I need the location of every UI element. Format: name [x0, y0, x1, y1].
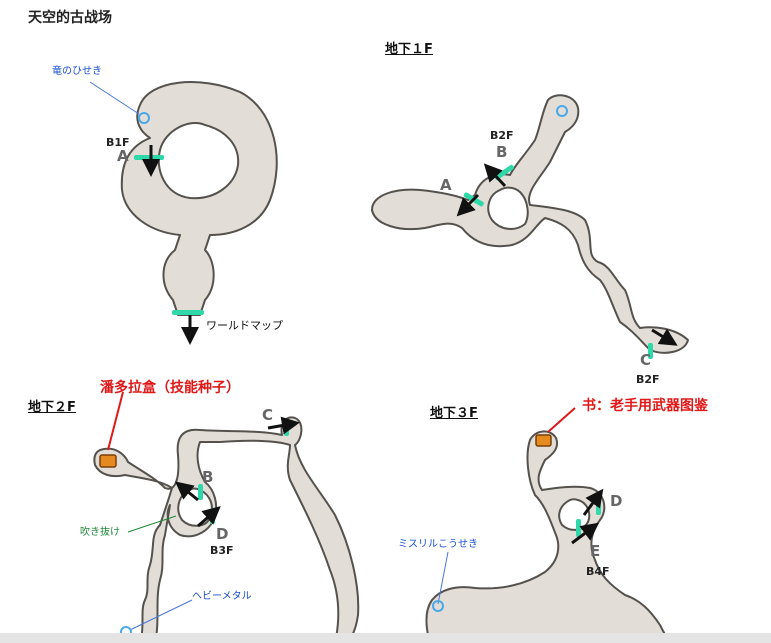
stairs-floor-label-surface: B1F [106, 136, 130, 149]
stairs-letter-c-b1: C [640, 351, 652, 369]
sparkle-icon-b3[interactable] [432, 600, 444, 612]
page-title: 天空的古战场 [28, 10, 112, 26]
floor-title-b2: 地下２F [28, 400, 76, 415]
b1-map [371, 94, 689, 359]
sparkle-icon-dragon-orb[interactable] [138, 112, 150, 124]
stairs-letter-a-surface: A [117, 147, 129, 165]
surface-cave [120, 81, 278, 316]
stairs-marker-a-surface[interactable] [134, 155, 164, 160]
stairs-marker-c-b2[interactable] [284, 420, 289, 436]
b1-cave [371, 94, 689, 354]
note-heavy-metal: ヘビーメタル [192, 591, 252, 602]
note-mithril: ミスリルこうせき [398, 539, 478, 550]
arrow-c-b1 [651, 328, 678, 346]
b3-cave [425, 430, 671, 643]
leader-line-mithril [437, 551, 449, 605]
stairs-letter-d-b2: D [216, 525, 229, 543]
treasure-chest-icon-b2[interactable] [99, 454, 117, 468]
world-map-exit-marker[interactable] [172, 310, 204, 315]
stairs-letter-a-b1: A [440, 176, 452, 194]
arrow-b-b1 [483, 163, 507, 188]
arrow-d-b3 [582, 488, 604, 516]
stairs-letter-e-b3: E [590, 542, 601, 560]
stairs-marker-e-b3[interactable] [576, 519, 581, 537]
note-treasure-b2: 潘多拉盒（技能种子） [100, 380, 240, 396]
floor-title-b1: 地下１F [385, 42, 433, 57]
surface-map [89, 81, 278, 345]
note-wind: 吹き抜け [80, 527, 120, 538]
floor-title-b3: 地下３F [430, 406, 478, 421]
b2-map [93, 391, 360, 643]
stairs-letter-b-b2: B [202, 468, 214, 486]
stairs-marker-b-b2[interactable] [198, 484, 203, 500]
stairs-floor-label-c-b1: B2F [636, 373, 660, 386]
world-map-link[interactable]: ワールドマップ [206, 319, 283, 332]
arrow-c-b2 [267, 416, 300, 435]
arrow-e-b3 [571, 522, 600, 545]
stairs-floor-label-e-b3: B4F [586, 565, 610, 578]
treasure-chest-icon-b3[interactable] [535, 434, 552, 447]
leader-line-book-b3 [547, 407, 576, 433]
stairs-floor-label-d-b2: B3F [210, 544, 234, 557]
bottom-edge [0, 633, 771, 643]
b2-cave [93, 416, 360, 643]
leader-line-dragon-orb [89, 81, 140, 115]
leader-line-metal [129, 599, 193, 631]
leader-line-treasure-b2 [107, 391, 124, 451]
arrow-a-b1 [456, 193, 480, 217]
note-book-b3: 书：老手用武器图鉴 [582, 398, 708, 414]
stairs-letter-c-b2: C [262, 406, 274, 424]
leader-line-wind [127, 515, 177, 533]
note-dragon-orb: 竜のひせき [52, 66, 102, 77]
sparkle-icon-b1[interactable] [556, 105, 568, 117]
b3-map [425, 407, 671, 643]
stairs-floor-label-b-b1: B2F [490, 129, 514, 142]
stairs-marker-c-b1[interactable] [648, 343, 653, 359]
stairs-letter-b-b1: B [496, 143, 508, 161]
arrow-d-b2 [197, 506, 221, 528]
stairs-letter-d-b3: D [610, 492, 623, 510]
arrow-b-b2 [175, 481, 199, 502]
